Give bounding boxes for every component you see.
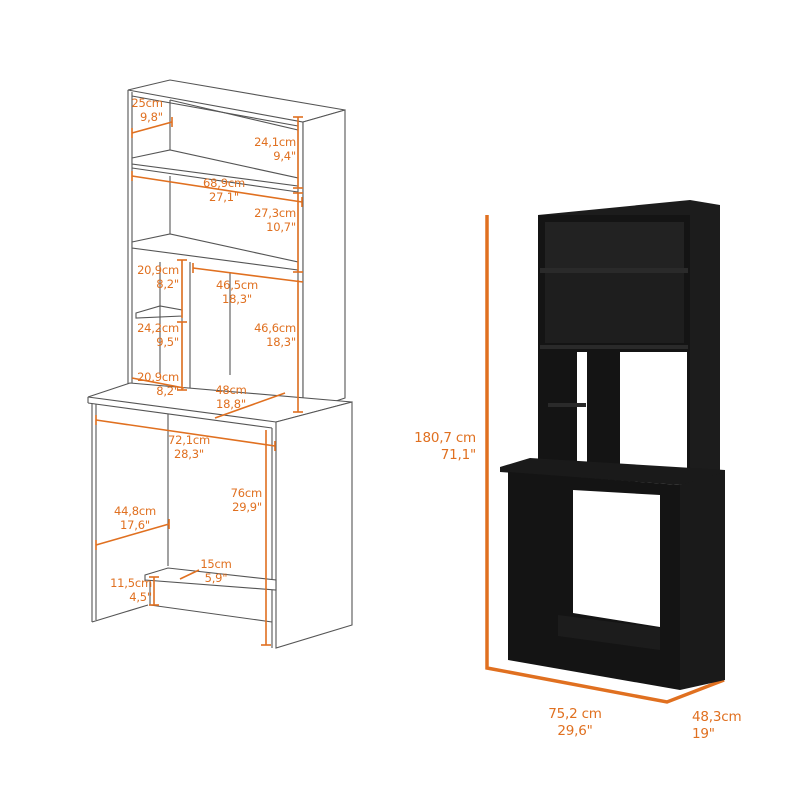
label-desk-surface-depth: 48cm 18,8" — [208, 383, 254, 411]
label-left-middle-cubby-height: 24,2cm 9,5" — [133, 321, 179, 349]
label-top-compartment-height: 24,1cm 9,4" — [250, 135, 296, 163]
cm-value: 75,2 cm — [548, 706, 602, 722]
inch-value: 17,6" — [120, 518, 150, 532]
product-render — [500, 200, 725, 690]
label-footrest-height: 11,5cm 4,5" — [104, 576, 152, 604]
label-left-cubby-width: 20,9cm 8,2" — [133, 370, 179, 398]
inch-value: 9,5" — [156, 335, 179, 349]
label-desk-width: 72,1cm 28,3" — [166, 433, 212, 461]
cm-value: 27,3cm — [254, 206, 296, 220]
inch-value: 29,9" — [232, 500, 262, 514]
footrest — [144, 567, 277, 591]
label-hutch-width: 68,9cm 27,1" — [194, 176, 254, 204]
label-overall-height: 180,7 cm 71,1" — [400, 430, 476, 464]
label-footrest-depth: 15cm 5,9" — [196, 557, 236, 585]
inch-value: 8,2" — [156, 277, 179, 291]
inch-value: 28,3" — [174, 447, 204, 461]
cm-value: 180,7 cm — [414, 430, 476, 446]
inch-value: 4,5" — [129, 590, 152, 604]
cm-value: 24,2cm — [137, 321, 179, 335]
label-overall-width: 75,2 cm 29,6" — [540, 706, 610, 740]
cm-value: 44,8cm — [114, 504, 156, 518]
label-desk-side-depth: 44,8cm 17,6" — [112, 504, 158, 532]
inch-value: 9,8" — [140, 110, 163, 124]
inch-value: 18,3" — [266, 335, 296, 349]
label-overall-depth: 48,3cm 19" — [692, 709, 742, 743]
inch-value: 71,1" — [440, 447, 476, 463]
label-desk-height: 76cm 29,9" — [220, 486, 263, 514]
inch-value: 19" — [692, 726, 715, 742]
cm-value: 72,1cm — [168, 433, 210, 447]
line-drawing — [87, 79, 353, 649]
cm-value: 48cm — [215, 383, 247, 397]
cm-value: 46,5cm — [216, 278, 258, 292]
cm-value: 68,9cm — [203, 176, 245, 190]
cm-value: 11,5cm — [110, 576, 152, 590]
overall-dimension-line — [485, 215, 725, 704]
label-open-section-width: 46,5cm 18,3" — [212, 278, 262, 306]
label-middle-compartment-height: 27,3cm 10,7" — [248, 206, 296, 234]
dimension-lines — [95, 116, 725, 704]
cm-value: 24,1cm — [254, 135, 296, 149]
hutch-side — [302, 109, 346, 413]
inch-value: 8,2" — [156, 384, 179, 398]
inch-value: 18,3" — [222, 292, 252, 306]
label-open-section-height: 46,6cm 18,3" — [248, 321, 296, 349]
inch-value: 18,8" — [216, 397, 246, 411]
cm-value: 15cm — [200, 557, 232, 571]
cm-value: 76cm — [230, 486, 263, 500]
cm-value: 46,6cm — [254, 321, 296, 335]
cm-value: 48,3cm — [692, 709, 742, 725]
label-left-upper-cubby-height: 20,9cm 8,2" — [133, 263, 179, 291]
inch-value: 10,7" — [266, 220, 296, 234]
inch-value: 29,6" — [557, 723, 593, 739]
inch-value: 5,9" — [204, 571, 228, 585]
cm-value: 25cm — [131, 96, 163, 110]
label-top-shelf-depth: 25cm 9,8" — [130, 96, 163, 124]
inch-value: 9,4" — [273, 149, 296, 163]
desk-side — [275, 401, 353, 649]
cm-value: 20,9cm — [137, 263, 179, 277]
inch-value: 27,1" — [209, 190, 239, 204]
cm-value: 20,9cm — [137, 370, 179, 384]
